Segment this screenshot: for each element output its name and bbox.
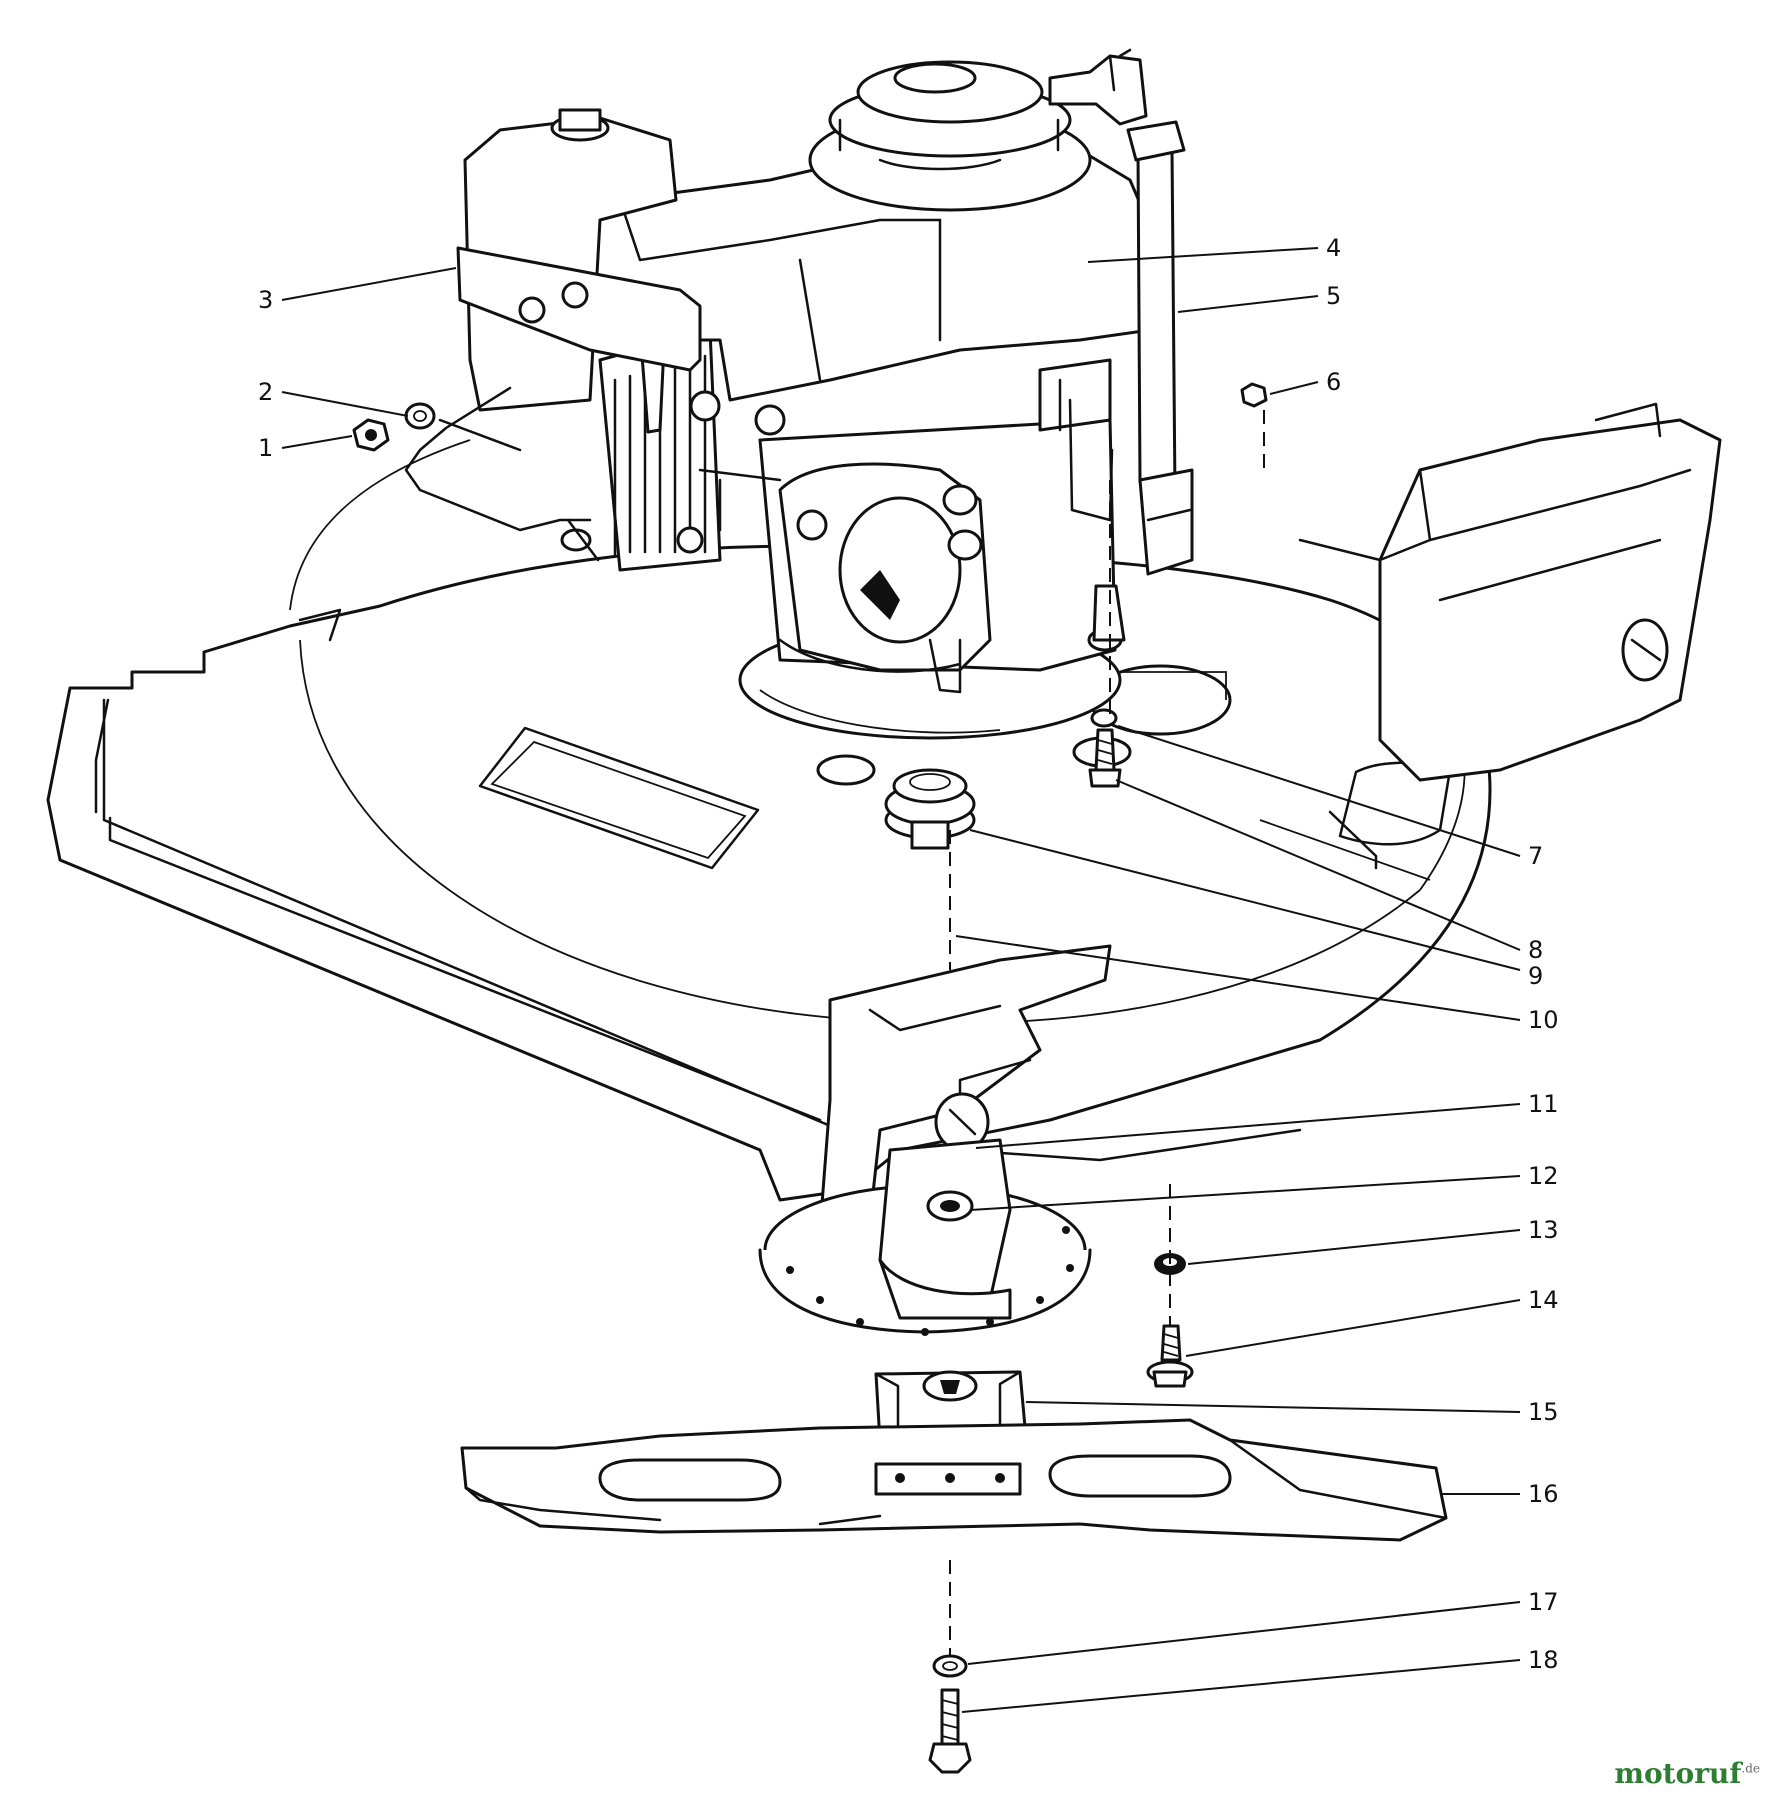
- mower-deck: [46, 439, 1492, 1202]
- callout-2: 2: [258, 378, 273, 406]
- callout-6: 6: [1326, 368, 1341, 396]
- callout-4: 4: [1326, 234, 1341, 262]
- hardware-nut-6: [1240, 382, 1268, 408]
- callout-7: 7: [1528, 842, 1543, 870]
- callout-1: 1: [258, 434, 273, 462]
- hardware-bushing-9: [884, 768, 976, 850]
- mower-blade: [460, 1418, 1448, 1542]
- hardware-bolt-7-8: [1088, 708, 1122, 788]
- callout-13: 13: [1528, 1216, 1559, 1244]
- callout-18: 18: [1528, 1646, 1559, 1674]
- callout-15: 15: [1528, 1398, 1559, 1426]
- callout-14: 14: [1528, 1286, 1559, 1314]
- callout-labels: 1 2 3 4 5 6 7 8 9 10 11 12 13 14 15 16 1…: [258, 234, 1559, 1674]
- callout-17: 17: [1528, 1588, 1559, 1616]
- callout-9: 9: [1528, 962, 1543, 990]
- callout-5: 5: [1326, 282, 1341, 310]
- hardware-bolt-18: [928, 1688, 972, 1774]
- hardware-nut-1: [352, 418, 390, 452]
- control-rod: [404, 386, 600, 562]
- callout-10: 10: [1528, 1006, 1559, 1034]
- site-watermark: motoruf.de: [1614, 1757, 1760, 1790]
- hardware-washer-17: [932, 1654, 968, 1678]
- assembly-lines: [949, 410, 1265, 1656]
- watermark-brand: motoruf: [1614, 1757, 1742, 1790]
- callout-8: 8: [1528, 936, 1543, 964]
- leader-lines: [281, 247, 1521, 1713]
- watermark-suffix: .de: [1741, 1761, 1760, 1776]
- callout-3: 3: [258, 286, 273, 314]
- engine: [456, 48, 1194, 740]
- callout-12: 12: [1528, 1162, 1559, 1190]
- rear-axle-bracket: [1298, 402, 1722, 782]
- hardware-washer-2: [404, 402, 436, 430]
- callout-11: 11: [1528, 1090, 1559, 1118]
- callout-16: 16: [1528, 1480, 1559, 1508]
- blade-adapter-housing: [758, 1138, 1092, 1336]
- hardware-bolt-14: [1146, 1324, 1194, 1388]
